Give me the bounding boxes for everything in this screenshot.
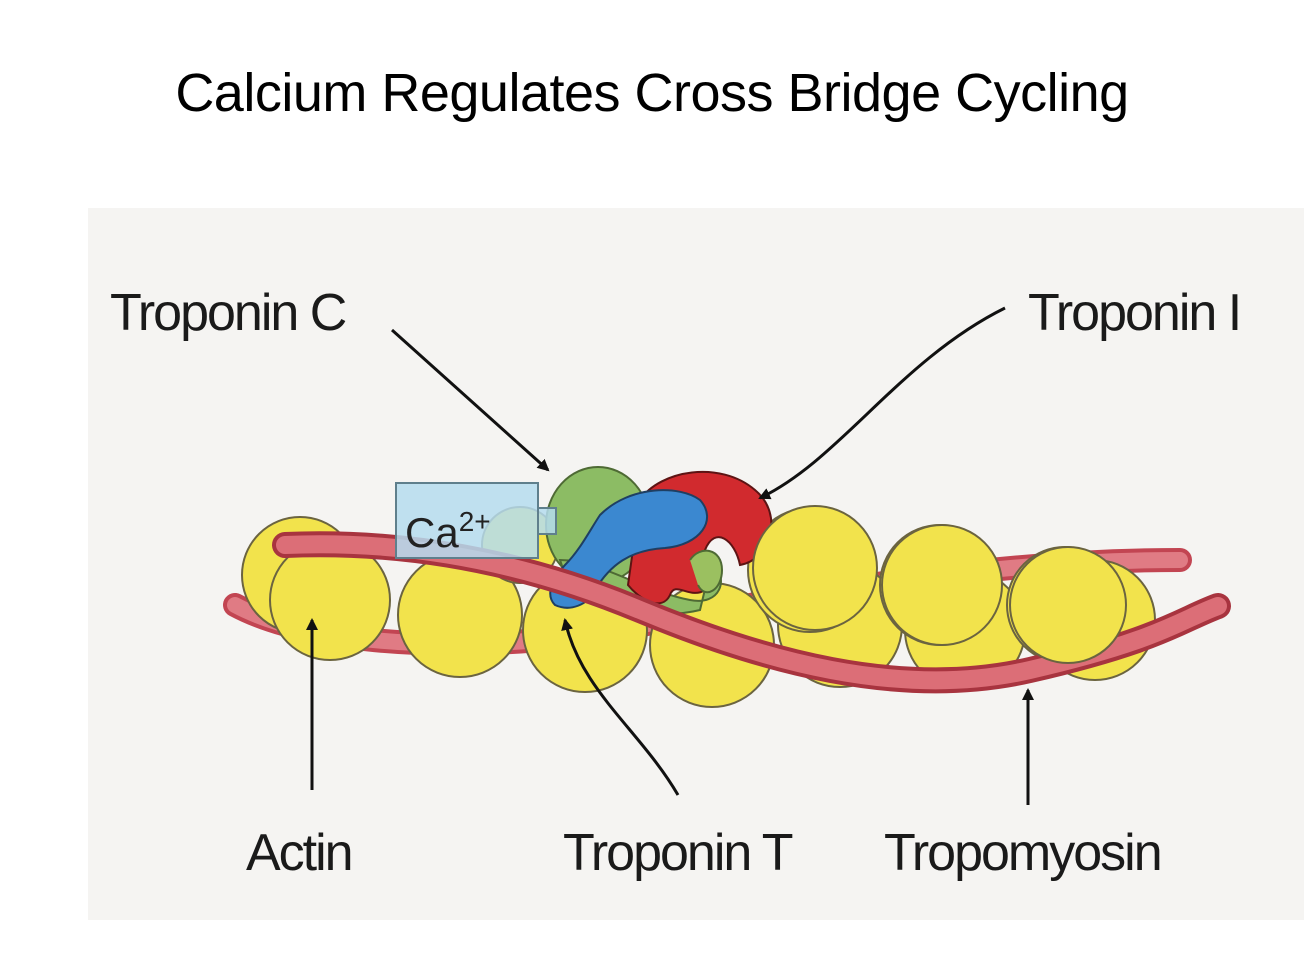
troponin-i-arrow — [758, 306, 1006, 500]
slide-title: Calcium Regulates Cross Bridge Cycling — [175, 63, 1129, 123]
calcium-label-superscript: 2+ — [459, 506, 491, 537]
label-troponin-t: Troponin T — [563, 824, 793, 882]
calcium-label-base: Ca — [405, 509, 459, 556]
calcium-label: Ca2+ — [405, 506, 491, 556]
label-troponin-c: Troponin C — [110, 284, 346, 342]
actin-front-monomers — [752, 505, 1127, 664]
label-actin: Actin — [246, 824, 352, 882]
calcium-ion-box — [395, 482, 557, 559]
troponin-c-arrow — [390, 328, 550, 472]
troponin-t-arrow — [561, 618, 680, 796]
label-tropomyosin: Tropomyosin — [884, 824, 1161, 882]
label-troponin-i: Troponin I — [1028, 284, 1240, 342]
